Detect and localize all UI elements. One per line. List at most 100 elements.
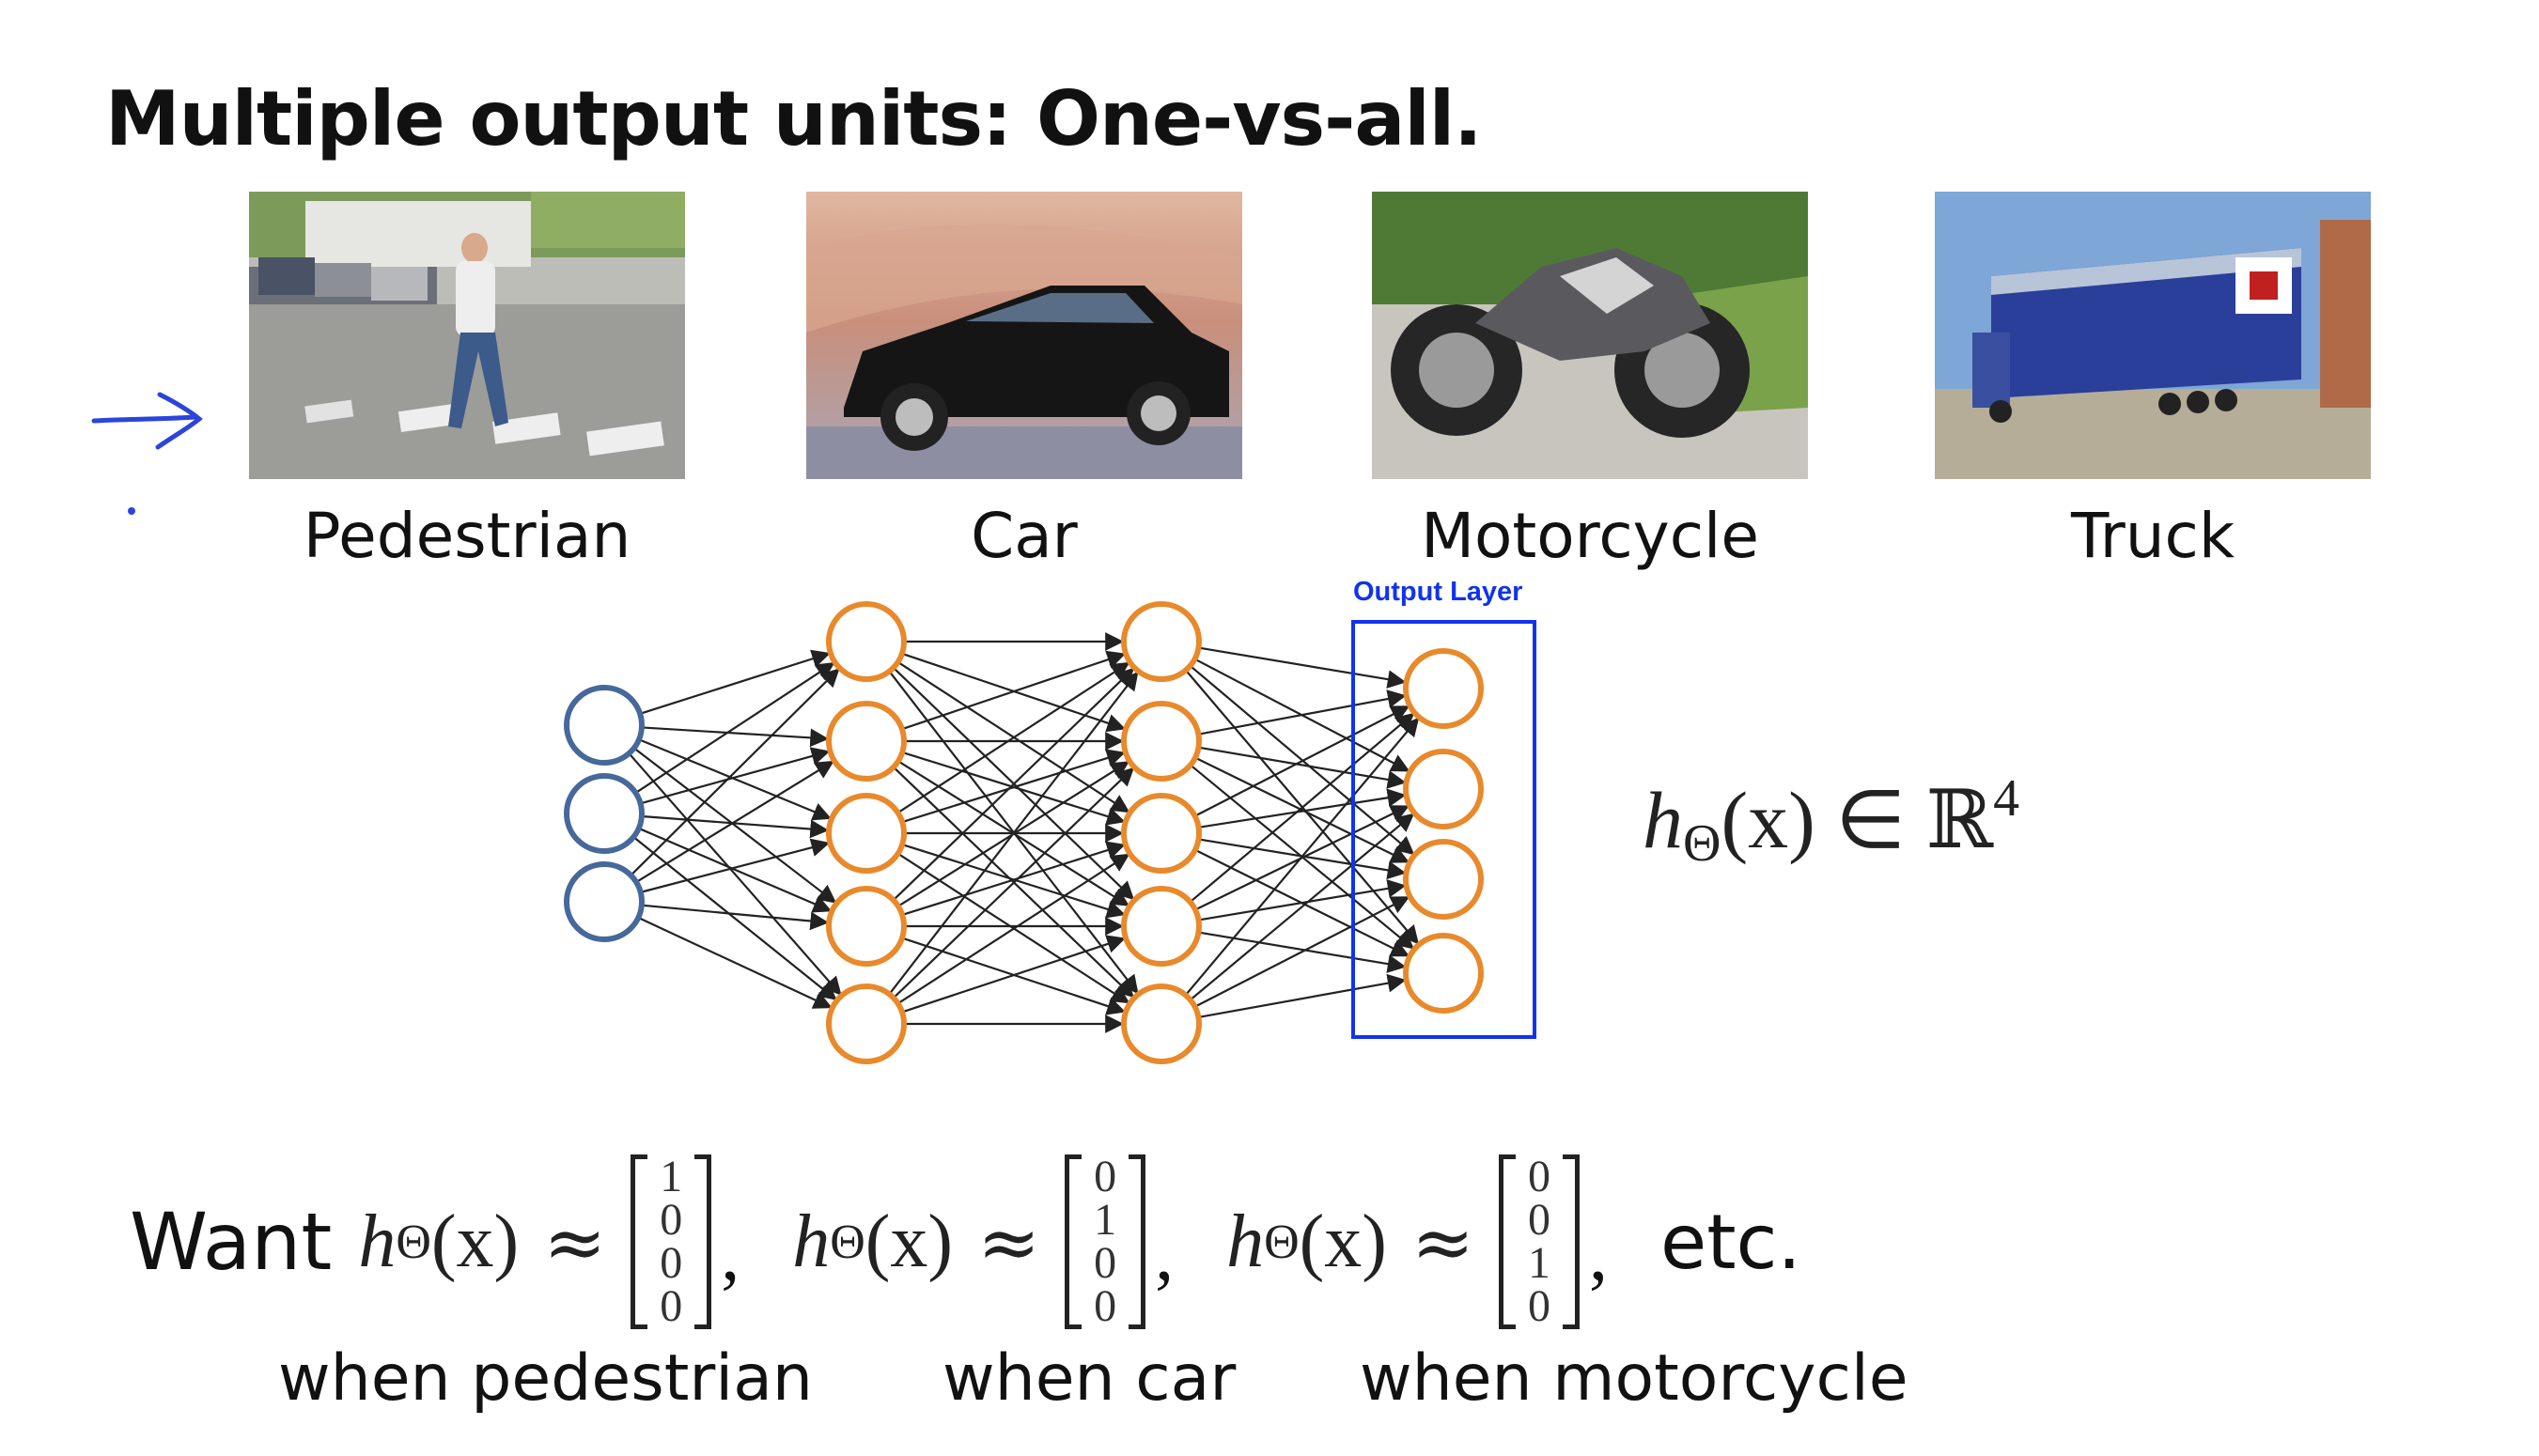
h-symbol: h [358,1200,397,1283]
h-symbol: h [1226,1200,1265,1283]
hidden1-node-2 [826,701,907,782]
theta-subscript: Θ [830,1215,865,1269]
network-edge [901,935,1127,1014]
vector-car: 0 1 0 0 [1065,1152,1146,1331]
hypothesis-arg: (x) ∈ [1721,775,1926,865]
network-edge [1194,896,1410,1008]
vector-entry: 0 [660,1281,683,1331]
real-set-symbol: ℝ [1925,773,1994,867]
network-edge [1198,788,1407,829]
network-edge [641,904,830,931]
vector-entry: 0 [1527,1195,1550,1245]
network-edge [641,814,830,839]
network-edge [1198,689,1407,736]
network-edge [640,747,831,805]
when-car: when car [942,1341,1237,1416]
network-edge [893,767,1135,999]
when-motorcycle: when motorcycle [1360,1341,1908,1416]
hidden2-node-5 [1121,984,1202,1064]
network-edge [1198,973,1407,1018]
network-edge [1184,717,1420,997]
comma: , [1588,1214,1608,1296]
expr-arg: (x) [865,1200,954,1283]
approx-symbol: ≈ [977,1198,1041,1286]
hidden1-node-4 [826,886,907,967]
network-edge [638,827,833,913]
when-pedestrian: when pedestrian [278,1341,813,1416]
network-edge [1189,712,1415,904]
network-edge [901,650,1127,731]
hidden2-node-2 [1121,701,1202,782]
network-edge [896,661,1130,814]
output-node-3 [1403,839,1484,920]
expr-arg: (x) [430,1200,520,1283]
network-edge [901,749,1126,824]
network-edge [896,853,1130,1005]
comma: , [1155,1214,1175,1296]
network-edge [640,838,831,893]
comma: , [721,1214,740,1296]
network-edge [1190,813,1415,1001]
theta-subscript: Θ [1683,814,1721,873]
network-edge [638,738,832,821]
hidden2-node-4 [1121,886,1202,967]
output-node-4 [1403,933,1484,1014]
vector-entry: 1 [660,1152,683,1201]
network-edge [634,661,835,794]
caption-motorcycle: Motorcycle [1421,500,1759,572]
approx-symbol: ≈ [543,1198,607,1286]
car-photo [806,192,1242,479]
caption-car: Car [971,500,1078,572]
output-node-2 [1403,749,1484,829]
network-edge [1198,646,1407,689]
vector-entry: 0 [1527,1152,1550,1201]
slide-title: Multiple output units: One-vs-all. [105,75,1483,163]
motorcycle-photo [1372,192,1808,479]
vector-entry: 0 [1094,1238,1117,1288]
h-symbol: h [792,1200,831,1283]
vector-entry: 0 [660,1238,683,1288]
network-edge [1194,705,1410,817]
theta-subscript: Θ [396,1215,431,1269]
output-node-1 [1403,648,1484,729]
hidden1-node-5 [826,984,907,1064]
vector-motorcycle: 0 0 1 0 [1498,1152,1580,1331]
expr-arg: (x) [1299,1200,1387,1283]
network-edge [628,752,842,996]
output-layer-label: Output Layer [1353,577,1523,607]
dimension-exponent: 4 [1993,769,2020,828]
vector-entry: 1 [1094,1195,1117,1245]
network-edge [637,916,833,1009]
vector-entry: 0 [1094,1152,1117,1201]
network-edge [635,760,834,884]
hidden1-node-3 [826,793,907,874]
pedestrian-photo [249,192,685,479]
hidden2-node-3 [1121,793,1202,874]
vector-entry: 1 [1527,1238,1550,1288]
hidden1-node-1 [826,601,907,682]
network-edge [1189,664,1415,856]
caption-truck: Truck [2070,500,2235,572]
input-node-1 [564,685,645,766]
vector-pedestrian: 1 0 0 0 [631,1152,712,1331]
etc-label: etc. [1659,1198,1801,1286]
network-edge [632,836,837,1000]
want-label: Want [130,1196,333,1288]
vector-entry: 0 [1094,1281,1117,1331]
input-node-2 [564,773,645,854]
network-edge [1198,879,1407,922]
hypothesis-range: hΘ(x) ∈ ℝ4 [1643,768,2019,874]
vector-entry: 0 [1527,1281,1550,1331]
network-edge [633,747,837,904]
network-edge [893,667,1135,902]
network-edge [888,671,1139,996]
network-edge [641,726,830,748]
truck-photo [1935,192,2371,479]
